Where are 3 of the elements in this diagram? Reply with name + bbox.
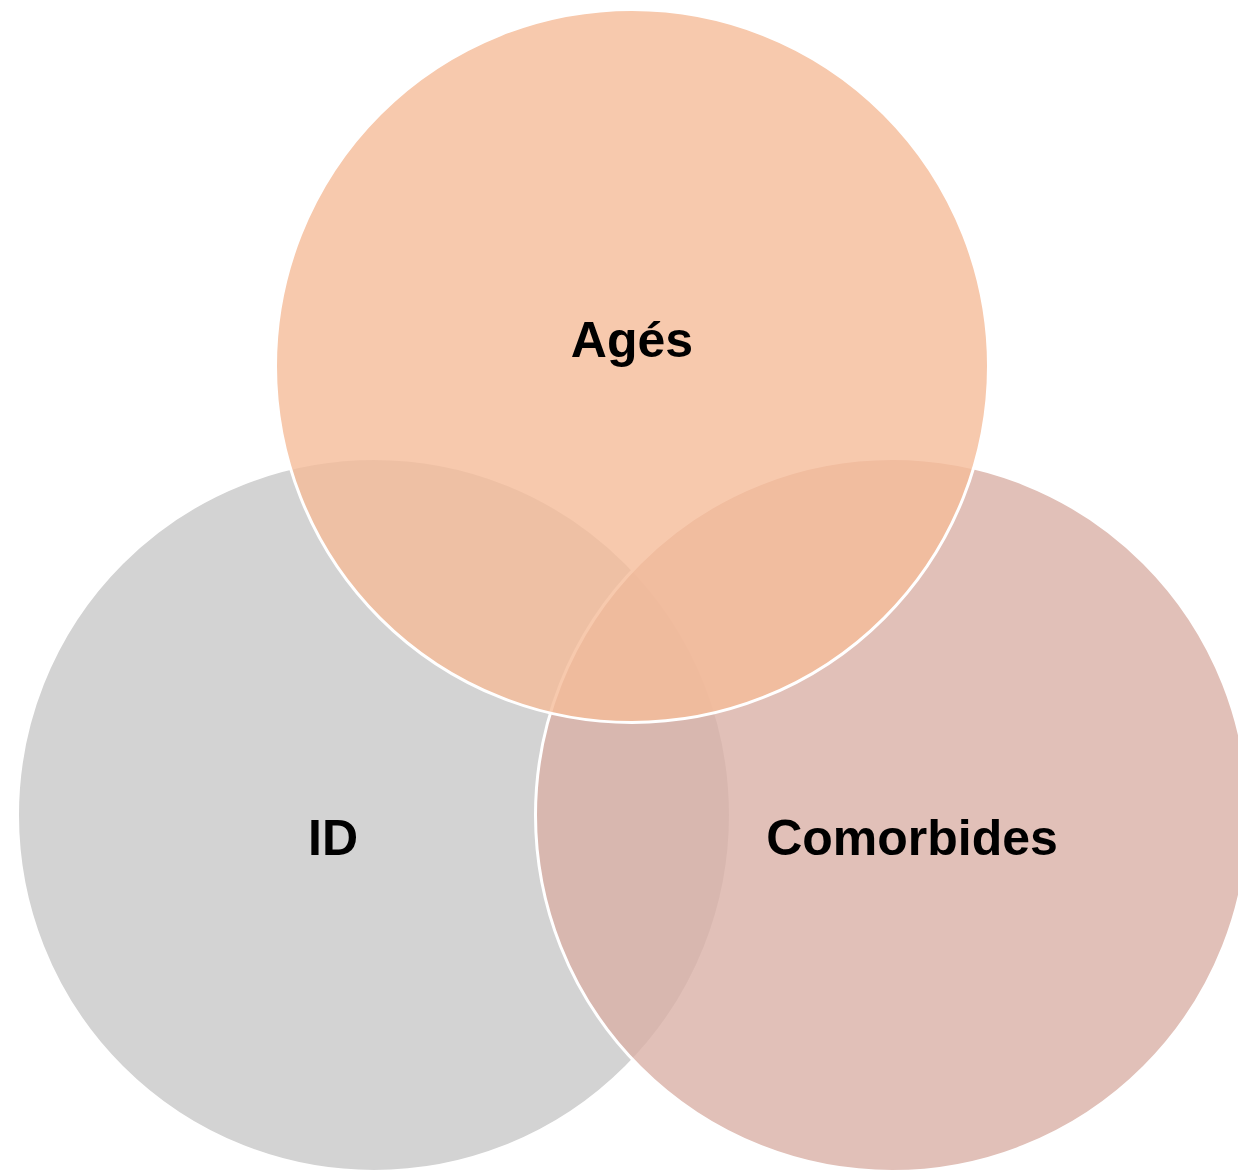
circle-label: Agés: [570, 312, 694, 368]
circle-label: Comorbides: [766, 810, 1058, 866]
circle-label: ID: [308, 810, 358, 866]
